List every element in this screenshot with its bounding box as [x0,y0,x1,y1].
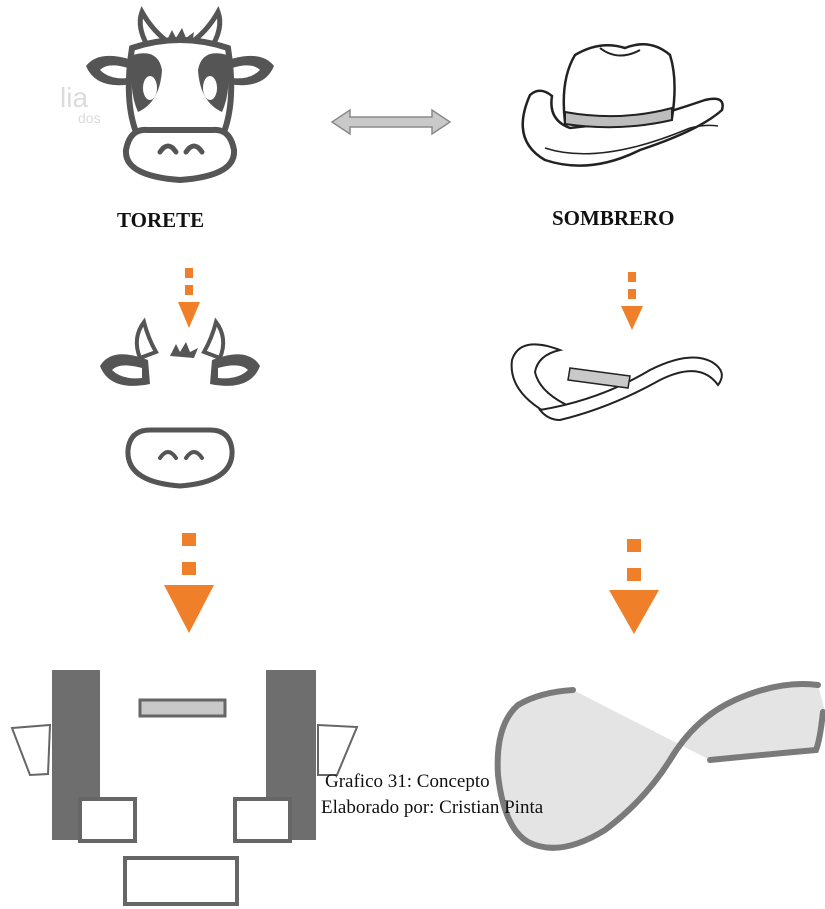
double-arrow-icon [332,110,450,134]
caption-line-1: Grafico 31: Concepto [325,769,543,795]
cow-parts-icon [100,322,260,486]
down-arrow-icon [609,539,659,634]
cowboy-hat-icon [523,44,723,165]
cow-abstract-shape [12,670,357,904]
torete-label: TORETE [117,208,204,233]
hat-abstract-shape [498,684,825,848]
down-arrow-icon [178,268,200,328]
cow-head-icon [86,12,274,180]
down-arrow-icon [621,272,643,330]
watermark-text: dos [78,110,101,126]
sombrero-label: SOMBRERO [552,206,675,231]
figure-caption: Grafico 31: Concepto Elaborado por: Cris… [325,769,543,821]
hat-brim-icon [512,344,722,420]
down-arrow-icon [164,533,214,633]
caption-line-2: Elaborado por: Cristian Pinta [321,795,543,821]
